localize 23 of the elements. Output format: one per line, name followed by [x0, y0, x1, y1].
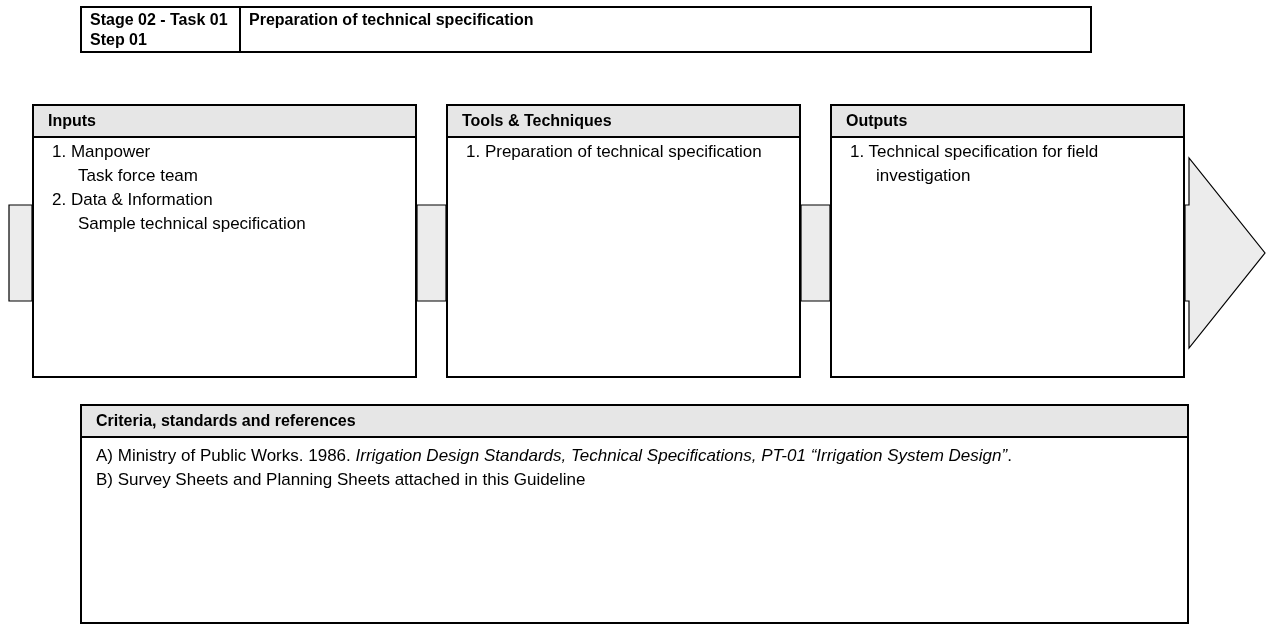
list-item: 1. Preparation of technical specification — [465, 141, 763, 163]
list-item: B) Survey Sheets and Planning Sheets attached in this Guideline — [95, 469, 587, 491]
column-heading: Tools & Techniques — [448, 106, 799, 138]
column-heading: Criteria, standards and references — [82, 406, 1187, 438]
step-title: Preparation of technical specification — [239, 8, 1090, 51]
block-arrow-segment — [8, 204, 33, 302]
list-item: 2. Data & Information — [51, 189, 214, 211]
block-arrow-segment — [800, 204, 831, 302]
step-header-table — [80, 6, 1092, 53]
criteria-panel — [80, 404, 1189, 624]
column-heading: Inputs — [34, 106, 415, 138]
block-arrow-segment — [416, 204, 447, 302]
column-heading: Outputs — [832, 106, 1183, 138]
block-arrow-segment — [1184, 156, 1266, 350]
list-item: Task force team — [77, 165, 199, 187]
list-item: 1. Technical specification for field investigation — [849, 141, 1100, 187]
step-id: Stage 02 - Task 01 Step 01 — [89, 10, 229, 50]
process-column-box — [32, 104, 417, 378]
process-column-box — [446, 104, 801, 378]
list-item: 1. Manpower — [51, 141, 152, 163]
list-item: Sample technical specification — [77, 213, 307, 235]
process-column-box — [830, 104, 1185, 378]
list-item: A) Ministry of Public Works. 1986. Irrigation Design Standards, Technical Specifications, PT-01 “Irrigation System Design”. — [95, 445, 1013, 467]
